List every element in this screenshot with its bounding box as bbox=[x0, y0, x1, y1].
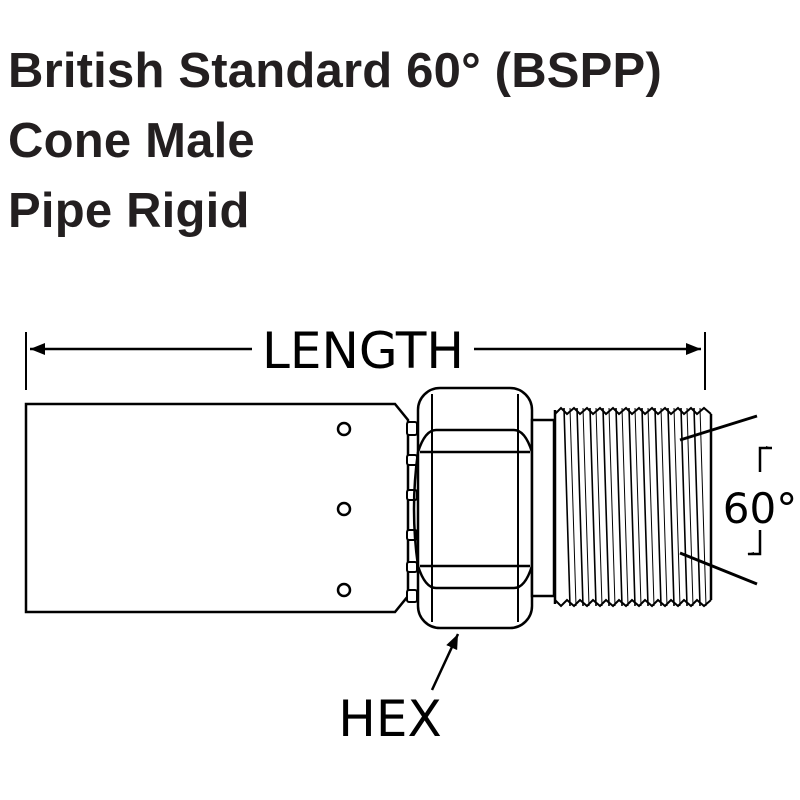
title-line-1: British Standard 60° (BSPP) bbox=[8, 44, 662, 98]
hex-callout: HEX bbox=[338, 633, 460, 748]
crimp-dot bbox=[336, 421, 352, 437]
hex-label: HEX bbox=[338, 690, 441, 748]
hex-leader-arrow bbox=[430, 633, 460, 691]
thread-shoulder bbox=[530, 418, 556, 598]
length-dimension: LENGTH bbox=[25, 322, 706, 390]
hex-nut bbox=[412, 386, 538, 630]
ferrule-body bbox=[24, 402, 410, 614]
length-label: LENGTH bbox=[262, 322, 464, 380]
crimp-dot bbox=[336, 582, 352, 598]
crimp-dot bbox=[336, 501, 352, 517]
cone-line-upper bbox=[679, 414, 758, 442]
cone-angle-indicator: 60° bbox=[679, 414, 797, 586]
angle-label: 60° bbox=[723, 484, 797, 533]
thread-lines bbox=[563, 408, 707, 606]
cone-line-lower bbox=[679, 551, 758, 586]
title-line-3: Pipe Rigid bbox=[8, 184, 250, 238]
title-line-2: Cone Male bbox=[8, 114, 255, 168]
page-title: British Standard 60° (BSPP) Cone Male Pi… bbox=[8, 36, 662, 246]
male-thread bbox=[553, 406, 713, 608]
